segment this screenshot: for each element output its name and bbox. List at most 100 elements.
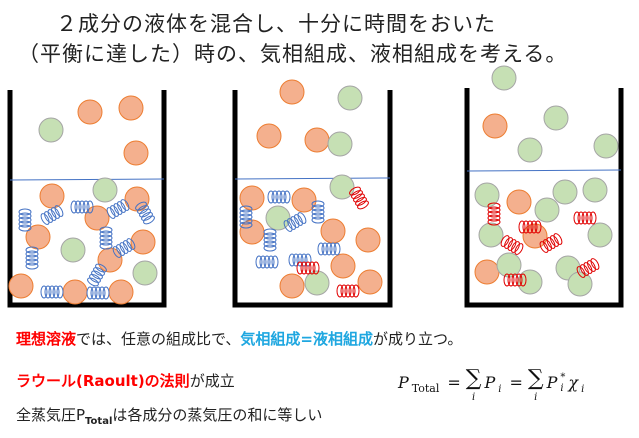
- spring-coil: [82, 200, 90, 214]
- spring-interaction: [40, 205, 64, 225]
- sum-index: i: [534, 392, 538, 403]
- spring-coil: [573, 211, 581, 225]
- spring-coil: [47, 209, 57, 221]
- spring-coil: [515, 273, 523, 287]
- text: は各成分の蒸気圧の和に等しい: [112, 406, 323, 424]
- spring-coil: [89, 273, 101, 283]
- spring-coil: [18, 220, 32, 228]
- spring-coil: [507, 239, 517, 251]
- spring-coil: [18, 224, 32, 232]
- spring-interaction: [135, 201, 155, 225]
- spring-coil: [263, 232, 277, 240]
- spring-coil: [239, 205, 253, 213]
- spring-interaction: [87, 263, 107, 287]
- spring-coil: [311, 204, 325, 212]
- spring-coil: [504, 237, 514, 249]
- spring-coil: [110, 205, 120, 217]
- spring-coil: [263, 255, 271, 269]
- spring-interaction: [311, 200, 325, 224]
- sigma: ∑: [465, 366, 482, 391]
- formula-star: *: [560, 372, 566, 383]
- formula-chi: χ: [568, 373, 579, 392]
- spring-coil: [352, 284, 360, 298]
- spring-interaction: [70, 200, 94, 214]
- spring-coil: [263, 228, 277, 236]
- spring-coil: [74, 200, 82, 214]
- spring-interaction: [518, 220, 542, 234]
- molecule-b: [337, 85, 363, 111]
- spring-coil: [333, 242, 341, 256]
- spring-coil: [255, 255, 263, 269]
- spring-coil: [308, 261, 316, 275]
- spring-coil: [78, 200, 86, 214]
- molecule-b: [496, 252, 522, 278]
- molecule-a: [256, 123, 282, 149]
- spring-coil: [287, 218, 297, 230]
- spring-coil: [70, 200, 78, 214]
- spring-coil: [577, 211, 585, 225]
- liquid-surface: [466, 169, 622, 172]
- spring-coil: [543, 239, 553, 251]
- text: が成り立つ。: [373, 330, 463, 348]
- spring-coil: [500, 235, 510, 247]
- spring-coil: [40, 285, 48, 299]
- spring-coil: [510, 241, 520, 253]
- spring-coil: [321, 242, 329, 256]
- spring-coil: [86, 200, 94, 214]
- spring-coil: [239, 209, 253, 217]
- spring-coil: [99, 230, 113, 238]
- formula-subscript-i: i: [560, 383, 564, 394]
- spring-coil: [300, 261, 308, 275]
- spring-interaction: [239, 205, 253, 229]
- spring-coil: [530, 220, 538, 234]
- molecule-a: [8, 273, 34, 299]
- spring-coil: [519, 273, 527, 287]
- molecule-b: [593, 133, 619, 159]
- spring-coil: [526, 220, 534, 234]
- spring-coil: [518, 220, 526, 234]
- spring-coil: [263, 236, 277, 244]
- spring-coil: [487, 202, 501, 210]
- spring-coil: [503, 273, 511, 287]
- spring-interaction: [296, 261, 320, 275]
- spring-coil: [311, 216, 325, 224]
- spring-coil: [259, 255, 267, 269]
- spring-coil: [312, 261, 320, 275]
- beaker: [232, 90, 393, 308]
- spring-coil: [94, 286, 102, 300]
- spring-interaction: [112, 238, 136, 258]
- molecule-b: [474, 182, 500, 208]
- spring-coil: [329, 242, 337, 256]
- molecule-b: [517, 137, 543, 163]
- molecule-a: [118, 95, 144, 121]
- spring-coil: [589, 211, 597, 225]
- sum-symbol: ∑i: [528, 366, 544, 404]
- spring-coil: [353, 193, 365, 203]
- spring-interaction: [99, 226, 113, 250]
- molecule-a: [279, 273, 305, 299]
- formula-total-subscript: Total: [411, 382, 440, 395]
- spring-coil: [553, 233, 563, 245]
- spring-coil: [534, 220, 542, 234]
- spring-interaction: [283, 212, 307, 232]
- spring-coil: [275, 190, 283, 204]
- spring-interaction: [25, 246, 39, 270]
- spring-coil: [304, 261, 312, 275]
- spring-coil: [48, 285, 56, 299]
- spring-coil: [311, 208, 325, 216]
- spring-coil: [25, 250, 39, 258]
- spring-coil: [263, 244, 277, 252]
- spring-coil: [522, 220, 530, 234]
- spring-coil: [54, 205, 64, 217]
- spring-coil: [52, 285, 60, 299]
- spring-coil: [340, 284, 348, 298]
- molecule-b: [543, 105, 569, 131]
- spring-coil: [122, 240, 132, 252]
- text: が成立: [189, 372, 235, 390]
- molecule-a: [320, 218, 346, 244]
- molecule-b: [587, 222, 613, 248]
- molecule-b: [60, 237, 86, 263]
- spring-interaction: [255, 255, 279, 269]
- spring-coil: [514, 243, 524, 255]
- text: では、任意の組成比で、: [76, 330, 241, 348]
